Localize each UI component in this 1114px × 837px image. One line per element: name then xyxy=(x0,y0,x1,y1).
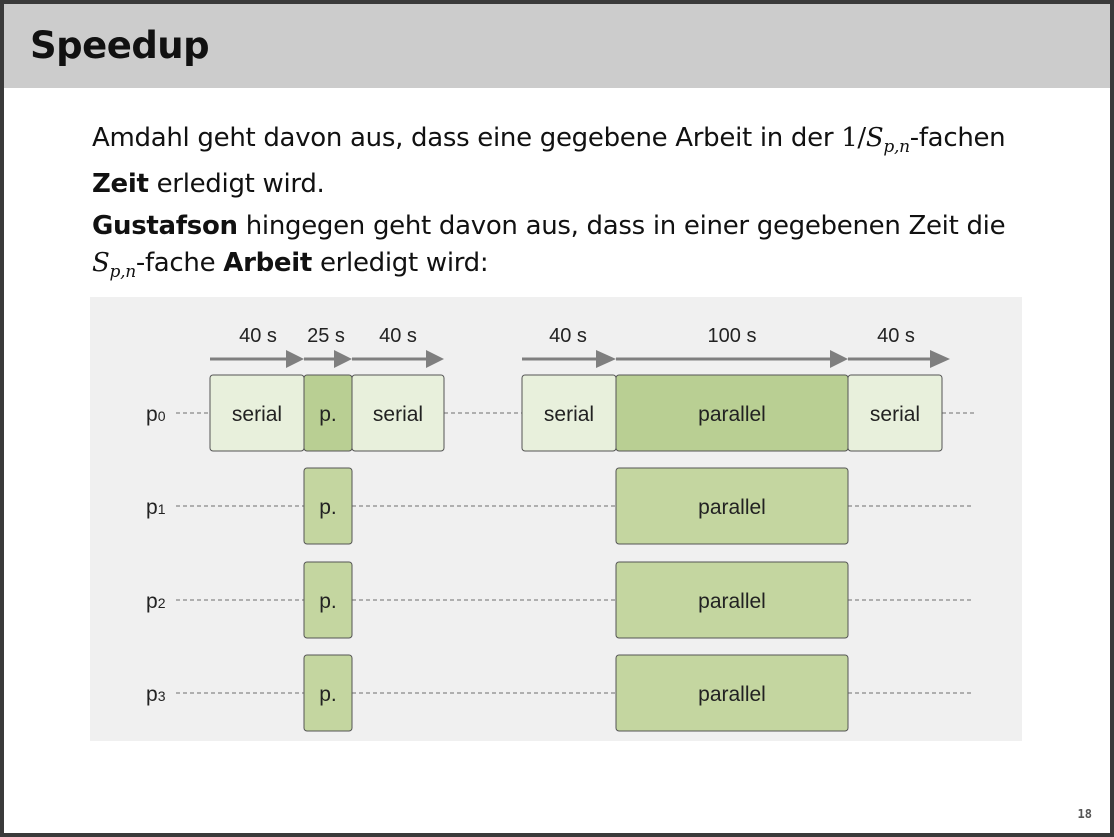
amdahl-text-b: -fachen xyxy=(909,123,1006,153)
p3-parallel-label: parallel xyxy=(698,683,766,706)
math-one-over: 1/ xyxy=(841,123,866,153)
page-number: 18 xyxy=(1077,807,1092,821)
p0-serial-block-4 xyxy=(847,374,943,452)
math-subscript-2: p,n xyxy=(109,262,137,282)
gustafson-text-c: erledigt wird: xyxy=(312,248,489,278)
processor-label-p1: p1 xyxy=(146,496,166,519)
arrowhead-right-3 xyxy=(930,350,950,368)
p0-serial-label-3: serial xyxy=(544,403,594,426)
gustafson-paragraph: Gustafson hingegen geht davon aus, dass … xyxy=(92,208,1022,291)
arrowhead-left-1 xyxy=(286,350,304,368)
arrowhead-right-1 xyxy=(596,350,616,368)
duration-label-left-2: 25 s xyxy=(307,325,345,347)
processor-label-p2: p2 xyxy=(146,590,166,613)
speedup-diagram: 40 s 25 s 40 s 40 s 100 s 40 s xyxy=(90,297,1022,741)
amdahl-paragraph: Amdahl geht davon aus, dass eine gegeben… xyxy=(92,120,1022,203)
p2-parallel-label: parallel xyxy=(698,590,766,613)
p3-parallel-short-block xyxy=(303,654,353,732)
p2-parallel-short-label: p. xyxy=(319,590,337,613)
arrowhead-right-2 xyxy=(830,350,848,368)
arrowhead-left-2 xyxy=(334,350,352,368)
p0-parallel-short-label: p. xyxy=(319,403,337,426)
gustafson-bold-name: Gustafson xyxy=(92,211,238,241)
duration-label-right-2: 100 s xyxy=(708,325,757,347)
p1-parallel-short-block xyxy=(303,467,353,545)
duration-label-left-1: 40 s xyxy=(239,325,277,347)
p1-parallel-block xyxy=(615,467,849,545)
arrowhead-left-3 xyxy=(426,350,444,368)
amdahl-bold-zeit: Zeit xyxy=(92,169,149,199)
duration-label-right-1: 40 s xyxy=(549,325,587,347)
slide-title: Speedup xyxy=(30,24,210,67)
p3-parallel-short-label: p. xyxy=(319,683,337,706)
diagram-svg: 40 s 25 s 40 s 40 s 100 s 40 s xyxy=(146,325,974,732)
p2-parallel-short-block xyxy=(303,561,353,639)
p1-parallel-label: parallel xyxy=(698,496,766,519)
processor-label-p3: p3 xyxy=(146,683,166,706)
duration-label-left-3: 40 s xyxy=(379,325,417,347)
math-S: S xyxy=(865,123,884,153)
title-bar: Speedup xyxy=(4,4,1110,88)
duration-label-right-3: 40 s xyxy=(877,325,915,347)
gustafson-text-a: hingegen geht davon aus, dass in einer g… xyxy=(237,211,1006,241)
processor-label-p0: p0 xyxy=(146,403,166,426)
p0-serial-label-4: serial xyxy=(870,403,920,426)
gustafson-bold-arbeit: Arbeit xyxy=(223,248,312,278)
p0-serial-label-1: serial xyxy=(232,403,282,426)
p1-parallel-short-label: p. xyxy=(319,496,337,519)
math-subscript: p,n xyxy=(883,137,910,157)
math-S-2: S xyxy=(92,248,110,278)
p2-parallel-block xyxy=(615,561,849,639)
gustafson-text-b: -fache xyxy=(135,248,224,278)
p0-parallel-label: parallel xyxy=(698,403,766,426)
p3-parallel-block xyxy=(615,654,849,732)
amdahl-text-c: erledigt wird. xyxy=(148,169,325,199)
p0-serial-block-2 xyxy=(351,374,445,452)
amdahl-text-a: Amdahl geht davon aus, dass eine gegeben… xyxy=(92,123,842,153)
p0-serial-label-2: serial xyxy=(373,403,423,426)
slide: Speedup Amdahl geht davon aus, dass eine… xyxy=(4,4,1110,833)
